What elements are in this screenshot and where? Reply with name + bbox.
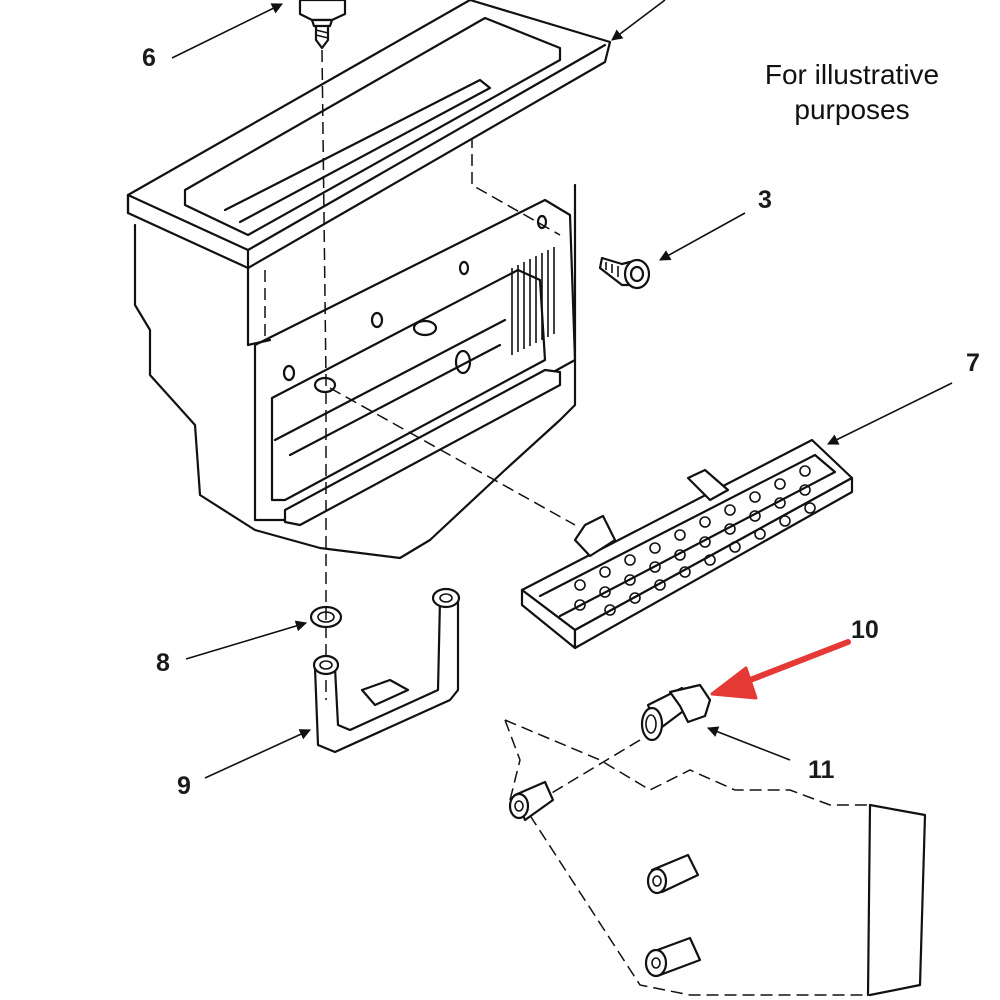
callout-11: 11 xyxy=(808,756,835,784)
o-ring-8 xyxy=(309,605,343,629)
vent-fins xyxy=(511,247,555,355)
highlight-arrow xyxy=(710,639,851,700)
dispenser-housing xyxy=(126,0,612,560)
screw-6 xyxy=(298,0,347,700)
callout-8: 8 xyxy=(156,649,170,677)
drain-tube-9 xyxy=(312,587,461,754)
callout-6: 6 xyxy=(142,44,156,72)
tray-perforations xyxy=(574,465,816,616)
callout-7: 7 xyxy=(966,349,980,377)
panel-bosses xyxy=(508,780,702,978)
screw-3 xyxy=(598,256,651,290)
note-line-1: For illustrative xyxy=(765,59,939,90)
callout-3: 3 xyxy=(758,186,772,214)
callout-9: 9 xyxy=(177,772,191,800)
note-line-2: purposes xyxy=(794,94,909,125)
fitting-11 xyxy=(539,683,712,801)
lower-panel xyxy=(504,719,927,997)
callout-10: 10 xyxy=(851,616,879,644)
drip-tray-7 xyxy=(329,387,854,650)
leader-lines xyxy=(171,0,953,779)
